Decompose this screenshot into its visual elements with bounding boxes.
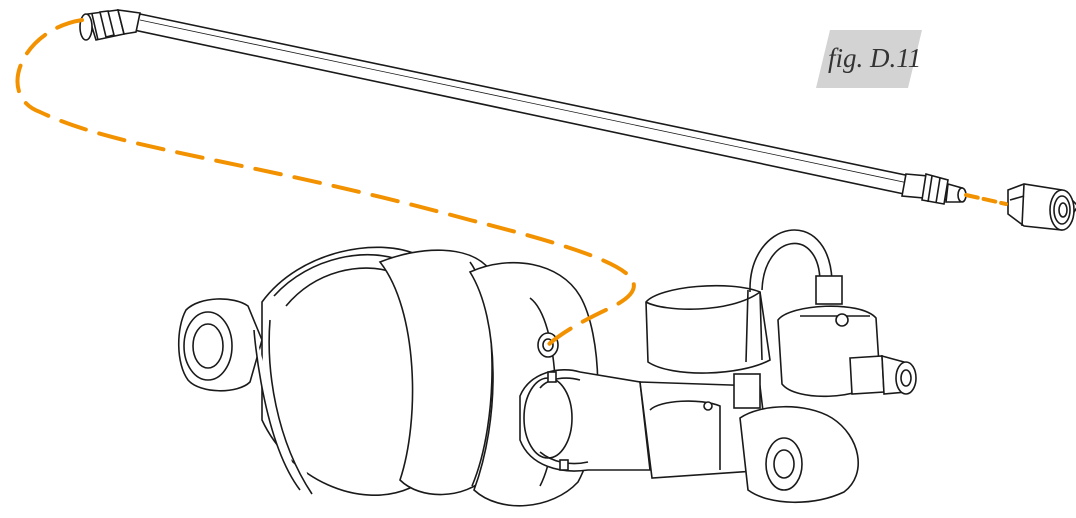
reservoir-valve-head [639, 229, 917, 504]
figure-label-background [816, 30, 922, 88]
connection-path [15, 18, 1008, 347]
connection-path-short [964, 193, 1008, 206]
hose-right-fitting [901, 172, 967, 205]
figure-label: fig. D.11 [828, 43, 922, 73]
air-shock-body [177, 246, 651, 507]
connection-path-dashed [15, 18, 636, 347]
quick-coupling-adapter [1007, 183, 1076, 231]
hose-left-fitting [79, 9, 141, 41]
